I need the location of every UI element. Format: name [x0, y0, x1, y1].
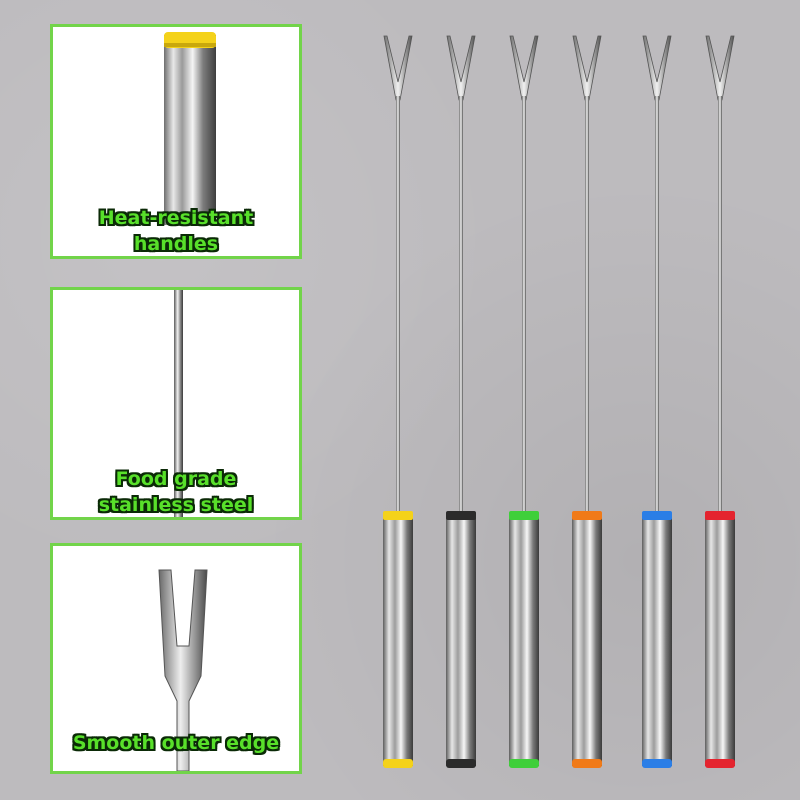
fork-color-band-top: [642, 511, 672, 520]
fork-handle: [705, 516, 735, 766]
fork-shaft: [522, 96, 526, 516]
steel-rod: [174, 290, 183, 517]
fork-blue: [642, 35, 672, 768]
fork-color-band-bottom: [705, 759, 735, 768]
cap-rim: [164, 43, 216, 47]
fork-green: [509, 35, 539, 768]
fork-color-band-top: [383, 511, 413, 520]
prong-closeup-illustration: [158, 569, 208, 771]
fork-color-band-bottom: [383, 759, 413, 768]
panel-food-grade: Food grade stainless steel: [50, 287, 302, 520]
fork-prongs: [642, 35, 672, 101]
fork-shaft: [396, 96, 400, 516]
fork-handle: [642, 516, 672, 766]
fork-color-band-bottom: [446, 759, 476, 768]
fork-yellow: [383, 35, 413, 768]
fork-shaft: [655, 96, 659, 516]
fork-color-band-top: [572, 511, 602, 520]
fork-shaft: [718, 96, 722, 516]
panel-smooth-edge: Smooth outer edge: [50, 543, 302, 774]
fork-handle: [383, 516, 413, 766]
fork-color-band-top: [509, 511, 539, 520]
caption-heat-resistant: Heat-resistant handles: [53, 205, 299, 256]
fork-shaft: [585, 96, 589, 516]
handle-cylinder: [164, 35, 216, 225]
fork-prongs: [572, 35, 602, 101]
caption-line-2: handles: [133, 233, 219, 255]
handle-closeup-illustration: [164, 32, 216, 225]
fork-color-band-bottom: [642, 759, 672, 768]
fork-color-band-top: [446, 511, 476, 520]
rod-closeup-illustration: [174, 290, 183, 517]
fork-color-band-bottom: [572, 759, 602, 768]
fork-prongs: [446, 35, 476, 101]
caption-line-1: Food grade: [115, 468, 237, 490]
caption-line-1: Smooth outer edge: [72, 732, 280, 754]
fork-color-band-bottom: [509, 759, 539, 768]
fork-prongs: [509, 35, 539, 101]
fork-shaft: [459, 96, 463, 516]
caption-smooth-edge: Smooth outer edge: [53, 730, 299, 756]
fork-prongs: [383, 35, 413, 101]
caption-line-1: Heat-resistant: [98, 207, 254, 229]
caption-food-grade: Food grade stainless steel: [53, 466, 299, 517]
fork-handle: [509, 516, 539, 766]
caption-line-2: stainless steel: [98, 494, 254, 516]
fork-black: [446, 35, 476, 768]
fork-handle: [572, 516, 602, 766]
fork-prong-shape: [158, 569, 208, 771]
fork-color-band-top: [705, 511, 735, 520]
fork-red: [705, 35, 735, 768]
fork-handle: [446, 516, 476, 766]
panel-heat-resistant: Heat-resistant handles: [50, 24, 302, 259]
fork-orange: [572, 35, 602, 768]
fork-prongs: [705, 35, 735, 101]
